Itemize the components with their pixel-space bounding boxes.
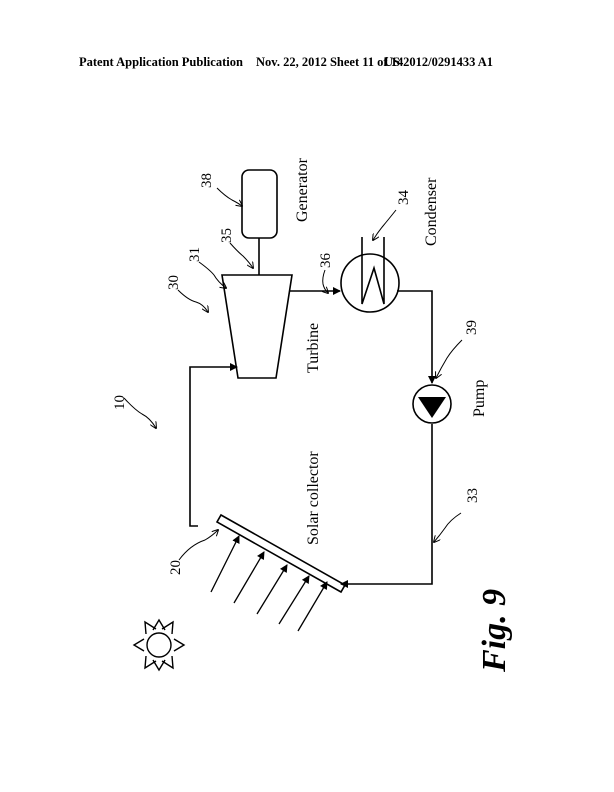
leader-34 bbox=[373, 209, 397, 240]
sun-ray-arrow bbox=[210, 535, 240, 593]
publication-title: Patent Application Publication bbox=[79, 55, 243, 69]
sun-ray-arrow bbox=[297, 581, 328, 632]
leader-36 bbox=[323, 269, 328, 293]
ref-35: 35 bbox=[219, 228, 235, 243]
label-generator: Generator bbox=[294, 157, 311, 222]
pipe-pump-to-collector bbox=[340, 424, 433, 588]
sun-ray-arrow bbox=[256, 564, 288, 615]
label-condenser: Condenser bbox=[423, 177, 440, 246]
pipe-condenser-to-pump bbox=[397, 290, 436, 384]
publication-number: US 2012/0291433 A1 bbox=[384, 55, 494, 69]
ref-10: 10 bbox=[112, 395, 128, 410]
ref-30: 30 bbox=[166, 275, 182, 290]
leader-38 bbox=[216, 187, 242, 206]
ref-31: 31 bbox=[187, 247, 203, 262]
leader-39 bbox=[436, 339, 463, 378]
sun-ray-arrow bbox=[278, 575, 310, 625]
turbine-shape bbox=[221, 274, 293, 379]
publication-date-sheet: Nov. 22, 2012 Sheet 11 of 14 bbox=[256, 55, 404, 69]
ref-34: 34 bbox=[396, 190, 412, 206]
leader-33 bbox=[434, 512, 462, 542]
leader-10 bbox=[123, 397, 156, 428]
pump-triangle bbox=[418, 397, 446, 418]
leader-30 bbox=[177, 289, 208, 312]
pipe-collector-to-turbine bbox=[189, 363, 238, 527]
solar-collector-panel bbox=[215, 513, 347, 594]
sun-icon bbox=[132, 618, 186, 672]
sun-ray-arrow bbox=[233, 551, 265, 604]
condenser-shape bbox=[340, 253, 400, 313]
generator-shape bbox=[241, 169, 278, 239]
leader-20 bbox=[178, 530, 218, 561]
ref-36: 36 bbox=[318, 253, 334, 269]
label-pump: Pump bbox=[471, 380, 488, 417]
condenser-coil bbox=[361, 237, 385, 305]
ref-39: 39 bbox=[464, 320, 480, 335]
ref-33: 33 bbox=[465, 488, 481, 503]
figure-label: Fig. 9 bbox=[476, 589, 513, 673]
page-header: Patent Application Publication Nov. 22, … bbox=[0, 55, 614, 71]
label-solar-collector: Solar collector bbox=[305, 451, 322, 545]
label-turbine: Turbine bbox=[305, 323, 322, 373]
sunlight-arrows bbox=[210, 535, 328, 632]
ref-20: 20 bbox=[168, 560, 184, 575]
pump-shape bbox=[412, 384, 452, 424]
leader-31 bbox=[198, 261, 226, 288]
ref-38: 38 bbox=[199, 173, 215, 188]
leader-lines bbox=[123, 187, 463, 561]
leader-35 bbox=[229, 242, 253, 268]
